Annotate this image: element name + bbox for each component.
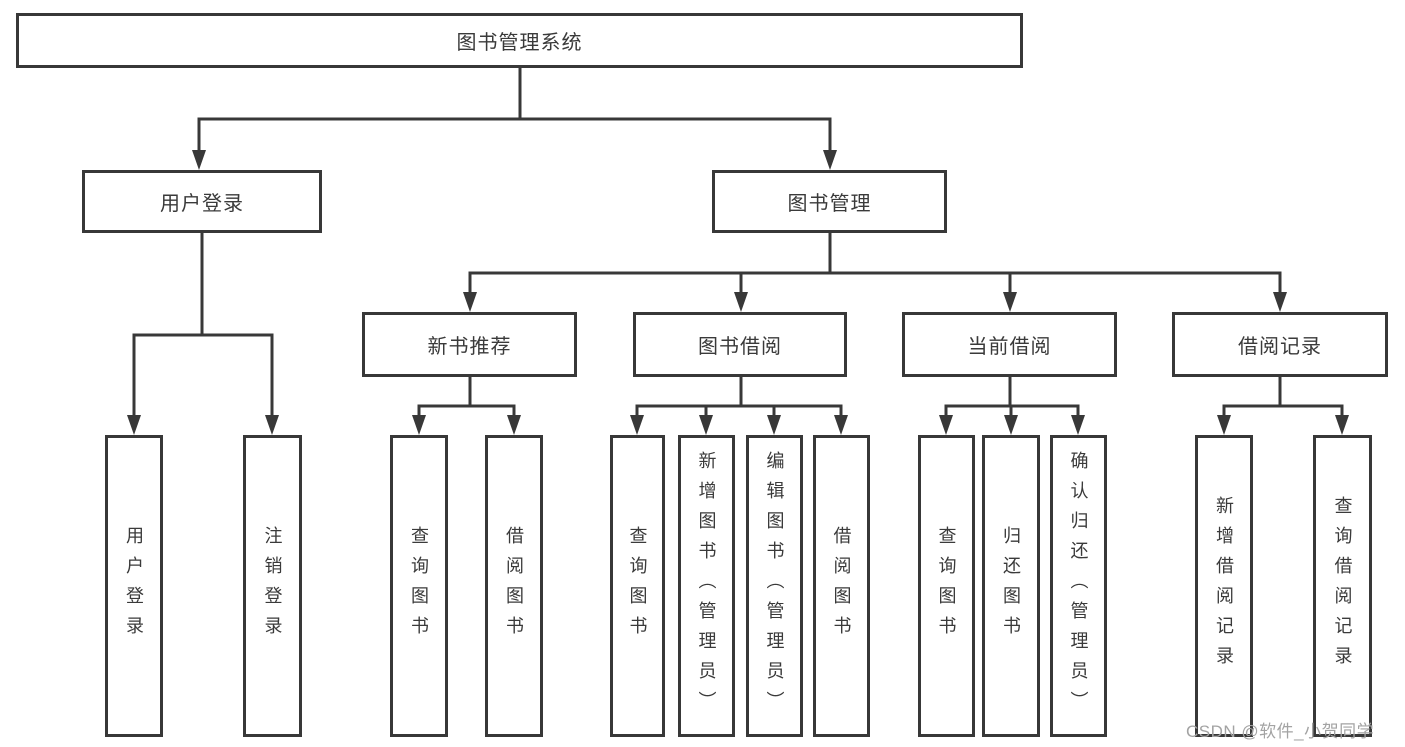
leaf-query-books-borrow: 查询图书: [610, 435, 665, 737]
node-label: 新书推荐: [427, 336, 512, 358]
node-label: 借阅图书: [504, 526, 524, 646]
connector-newbookrec-to-leaves: [417, 377, 516, 418]
node-root-library-system: 图书管理系统: [16, 13, 1023, 68]
arrowhead: [1335, 415, 1349, 435]
leaf-logout: 注销登录: [243, 435, 302, 737]
node-label: 借阅记录: [1238, 336, 1322, 358]
leaf-user-login: 用户登录: [105, 435, 163, 737]
leaf-borrow-books: 借阅图书: [813, 435, 870, 737]
arrowhead: [507, 415, 521, 435]
node-label: 归还图书: [1001, 526, 1021, 646]
arrowhead: [127, 415, 141, 435]
node-label: 确认归还（管理员）: [1068, 451, 1089, 721]
arrowhead: [823, 150, 837, 170]
arrowhead: [630, 415, 644, 435]
leaf-borrow-books-recommend: 借阅图书: [485, 435, 543, 737]
arrowhead: [463, 292, 477, 312]
node-book-borrowing: 图书借阅: [633, 312, 847, 377]
node-label: 图书借阅: [698, 336, 782, 358]
node-label: 新增图书（管理员）: [696, 451, 717, 721]
node-book-management-module: 图书管理: [712, 170, 947, 233]
node-label: 借阅图书: [831, 526, 852, 646]
arrowhead: [1003, 292, 1017, 312]
node-new-book-recommendation: 新书推荐: [362, 312, 577, 377]
arrowhead: [767, 415, 781, 435]
connector-bookborrow-to-leaves: [635, 377, 843, 418]
node-label: 查询图书: [627, 526, 648, 646]
node-label: 图书管理: [787, 193, 872, 215]
arrowhead: [1071, 415, 1085, 435]
leaf-add-borrow-record: 新增借阅记录: [1195, 435, 1253, 737]
leaf-add-books-admin: 新增图书（管理员）: [678, 435, 735, 737]
node-label: 查询图书: [936, 526, 957, 646]
arrowhead: [1004, 415, 1018, 435]
node-user-login-module: 用户登录: [82, 170, 322, 233]
arrowheads: [127, 150, 1349, 435]
connector-currentborrow-to-leaves: [944, 377, 1080, 418]
arrowhead: [1217, 415, 1231, 435]
arrowhead: [699, 415, 713, 435]
leaf-return-books: 归还图书: [982, 435, 1040, 737]
leaf-query-borrow-record: 查询借阅记录: [1313, 435, 1372, 737]
arrowhead: [834, 415, 848, 435]
connector-userlogin-to-leaves: [132, 233, 274, 418]
csdn-watermark: CSDN @软件_小贺同学: [1186, 722, 1375, 741]
arrowhead: [192, 150, 206, 170]
connector-bookmgmt-to-level3: [468, 233, 1282, 295]
connector-borrowrecords-to-leaves: [1222, 377, 1344, 418]
arrowhead: [1273, 292, 1287, 312]
leaf-query-books-current: 查询图书: [918, 435, 975, 737]
arrowhead: [412, 415, 426, 435]
node-label: 图书管理系统: [456, 32, 583, 54]
connector-root-to-level2: [197, 68, 832, 153]
node-label: 注销登录: [262, 526, 283, 646]
node-label: 用户登录: [124, 526, 144, 646]
node-label: 当前借阅: [967, 336, 1052, 358]
node-label: 查询借阅记录: [1332, 496, 1353, 676]
node-label: 新增借阅记录: [1214, 496, 1234, 676]
arrowhead: [939, 415, 953, 435]
node-label: 查询图书: [409, 526, 429, 646]
arrowhead: [265, 415, 279, 435]
leaf-query-books-recommend: 查询图书: [390, 435, 448, 737]
leaf-confirm-return-admin: 确认归还（管理员）: [1050, 435, 1107, 737]
node-current-borrowing: 当前借阅: [902, 312, 1117, 377]
node-borrowing-records: 借阅记录: [1172, 312, 1388, 377]
node-label: 编辑图书（管理员）: [764, 451, 785, 721]
leaf-edit-books-admin: 编辑图书（管理员）: [746, 435, 803, 737]
node-label: 用户登录: [160, 193, 244, 215]
arrowhead: [734, 292, 748, 312]
